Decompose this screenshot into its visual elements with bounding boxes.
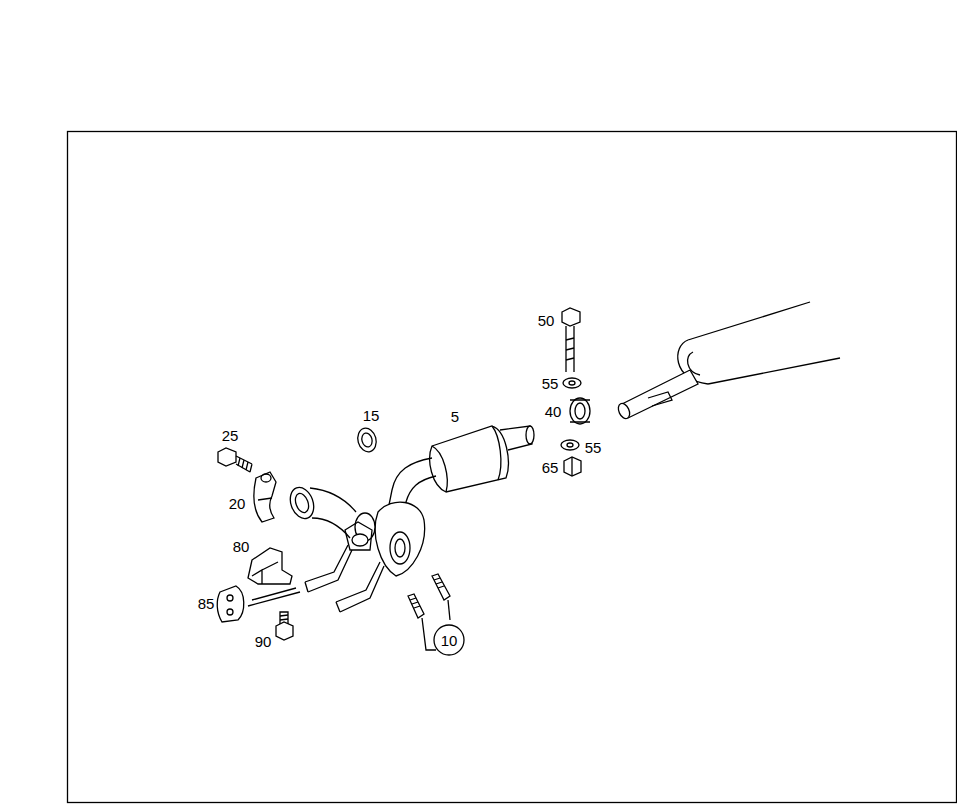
- bolt: [276, 612, 293, 640]
- callout-number: 15: [363, 407, 380, 424]
- front-pipe: [286, 484, 384, 612]
- leader-line: [448, 600, 450, 620]
- frame: [68, 132, 957, 803]
- callout-number: 90: [255, 633, 272, 650]
- bracket: [248, 548, 296, 600]
- gasket: [355, 426, 379, 454]
- flange-pipe: [345, 502, 425, 576]
- leader-line: [422, 618, 436, 650]
- callout-number: 10: [441, 632, 458, 649]
- catalytic-converter: [388, 426, 534, 512]
- callout-number: 55: [542, 375, 559, 392]
- callout-number: 25: [222, 427, 239, 444]
- callout-number: 20: [229, 495, 246, 512]
- circle-outline: [434, 625, 464, 655]
- callout-number: 65: [542, 459, 559, 476]
- oxygen-sensor: [408, 574, 450, 618]
- callout-number: 40: [545, 403, 562, 420]
- muffler: [616, 302, 840, 420]
- callout-number: 50: [538, 312, 555, 329]
- clamp: [254, 472, 276, 522]
- callout-circle: 10: [433, 624, 465, 656]
- callout-number: 80: [233, 538, 250, 555]
- gasket-hole: [360, 432, 373, 448]
- callout-number: 55: [585, 439, 602, 456]
- bolt: [218, 448, 252, 472]
- callout-number: 85: [198, 595, 215, 612]
- callout-number: 5: [451, 408, 459, 425]
